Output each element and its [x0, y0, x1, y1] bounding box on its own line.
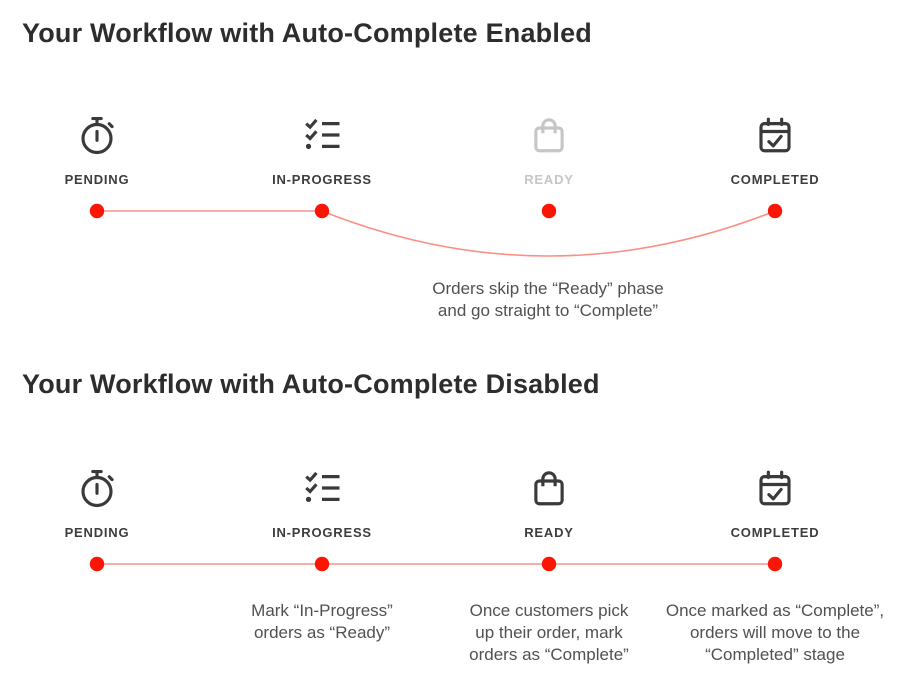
stage-icon-wrap: [212, 113, 432, 157]
stage-label-inprogress: IN-PROGRESS: [272, 172, 372, 187]
annotation-line: orders as “Ready”: [253, 623, 391, 642]
shopping-bag-icon: [534, 118, 564, 153]
stage-label-inprogress: IN-PROGRESS: [272, 525, 372, 540]
stage-icon-wrap: [665, 466, 885, 510]
stage-dot-ready-disabled: [541, 556, 557, 572]
stage-label-pending: PENDING: [64, 172, 130, 187]
annotation-mark-ready: Mark “In-Progress” orders as “Ready”: [202, 600, 442, 644]
skip-ready-annotation: Orders skip the “Ready” phase and go str…: [338, 278, 758, 322]
shopping-bag-icon: [534, 471, 564, 506]
stage-dot-ready-enabled: [541, 203, 557, 219]
stage-pending-disabled: PENDING: [0, 466, 207, 540]
stopwatch-icon: [81, 116, 114, 155]
stage-icon-wrap: [665, 113, 885, 157]
annotation-mark-complete: Once customers pick up their order, mark…: [429, 600, 669, 666]
checklist-icon: [305, 471, 340, 502]
stage-ready-disabled: READY: [439, 466, 659, 540]
stage-label-ready: READY: [524, 172, 574, 187]
stage-label-completed: COMPLETED: [730, 525, 820, 540]
stage-icon-wrap: [439, 466, 659, 510]
stage-label-completed: COMPLETED: [730, 172, 820, 187]
stage-dot-pending-enabled: [89, 203, 105, 219]
stage-icon-wrap: [212, 466, 432, 510]
stage-dot-inprogress-enabled: [314, 203, 330, 219]
annotation-move-completed: Once marked as “Complete”, orders will m…: [650, 600, 900, 666]
skip-ready-curve: [321, 210, 776, 257]
stage-inprogress-disabled: IN-PROGRESS: [212, 466, 432, 540]
stage-label-ready: READY: [524, 525, 574, 540]
annotation-line: orders as “Complete”: [469, 645, 629, 664]
annotation-line: up their order, mark: [475, 623, 623, 642]
stage-icon-wrap: [439, 113, 659, 157]
section-disabled-title: Your Workflow with Auto-Complete Disable…: [22, 369, 600, 399]
stage-completed-disabled: COMPLETED: [665, 466, 885, 540]
stage-dot-completed-disabled: [767, 556, 783, 572]
checklist-icon: [305, 118, 340, 149]
stage-inprogress-enabled: IN-PROGRESS: [212, 113, 432, 187]
annotation-line: Once marked as “Complete”,: [665, 601, 885, 620]
annotation-line: orders will move to the: [689, 623, 861, 642]
annotation-line: and go straight to “Complete”: [437, 301, 659, 320]
annotation-line: Orders skip the “Ready” phase: [432, 279, 664, 298]
section-enabled-title: Your Workflow with Auto-Complete Enabled: [22, 18, 592, 48]
stage-dot-inprogress-disabled: [314, 556, 330, 572]
stage-dot-completed-enabled: [767, 203, 783, 219]
calendar-check-icon: [759, 117, 791, 153]
annotation-line: Mark “In-Progress”: [251, 601, 393, 620]
annotation-line: Once customers pick: [469, 601, 629, 620]
stage-icon-wrap: [0, 466, 207, 510]
stage-pending-enabled: PENDING: [0, 113, 207, 187]
stage-label-pending: PENDING: [64, 525, 130, 540]
calendar-check-icon: [759, 470, 791, 506]
stage-completed-enabled: COMPLETED: [665, 113, 885, 187]
stage-ready-enabled-skipped: READY: [439, 113, 659, 187]
stage-dot-pending-disabled: [89, 556, 105, 572]
stage-icon-wrap: [0, 113, 207, 157]
annotation-line: “Completed” stage: [705, 645, 845, 664]
stopwatch-icon: [81, 469, 114, 508]
